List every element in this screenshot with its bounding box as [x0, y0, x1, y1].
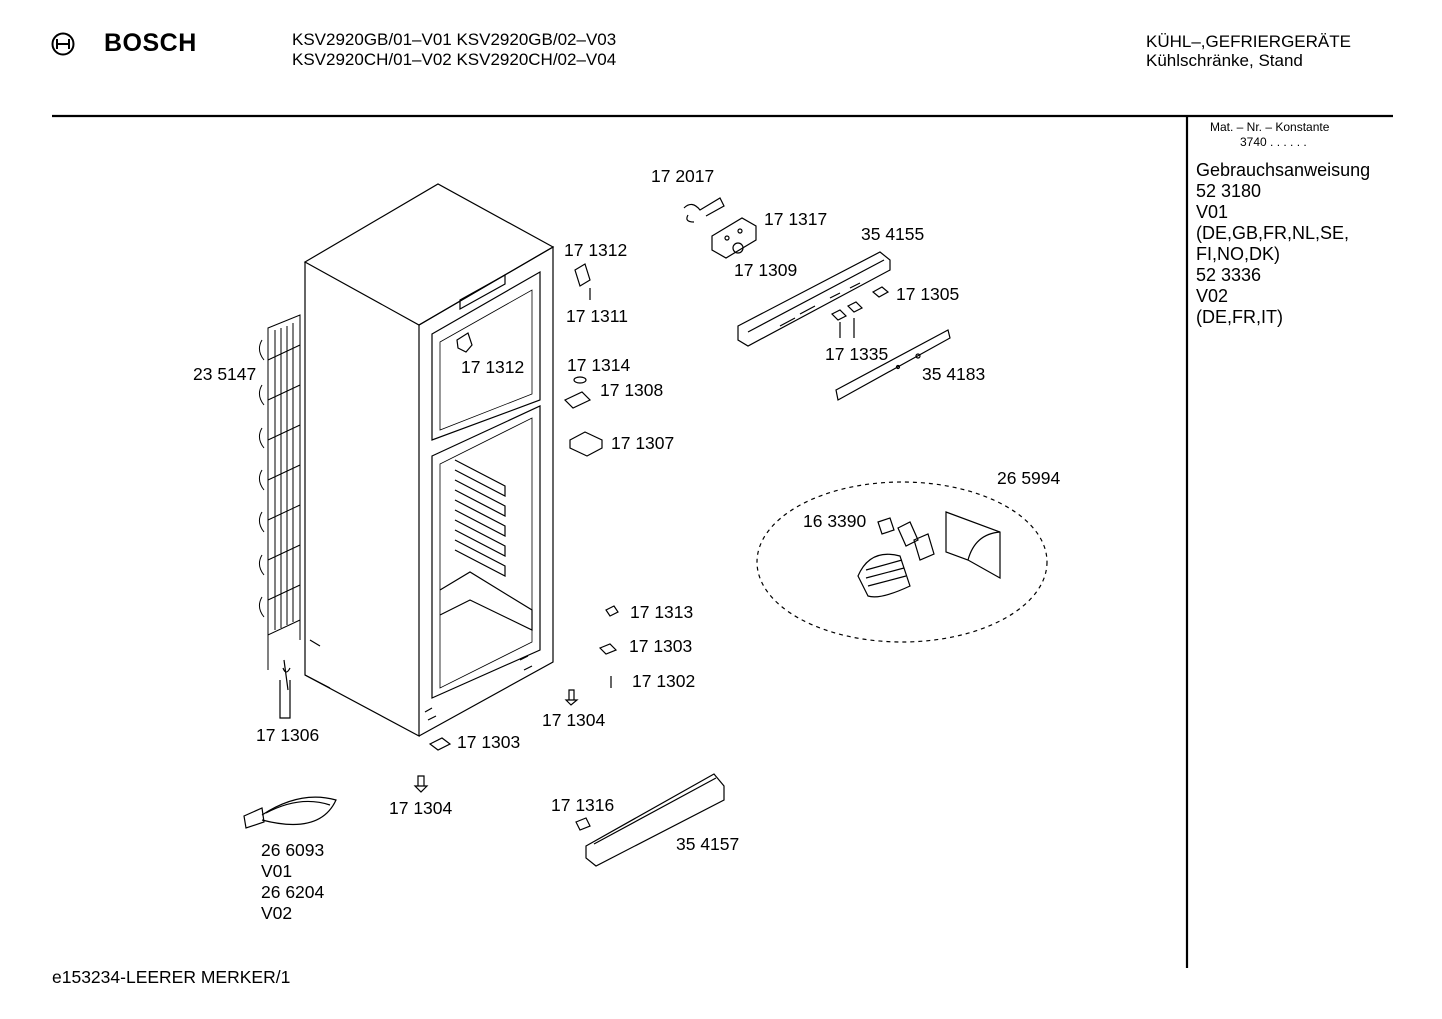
part-label: 17 1304	[542, 710, 606, 730]
part-label: 23 5147	[193, 364, 257, 384]
door-handle	[585, 773, 725, 867]
control-panel	[737, 251, 891, 347]
sidebar-line-2: 52 3180	[1196, 181, 1262, 201]
part-label: 17 1306	[256, 725, 320, 745]
sidebar-line-1: Gebrauchsanweisung	[1196, 160, 1371, 180]
part-label: 26 5994	[997, 468, 1061, 488]
part-label: 17 1335	[825, 344, 889, 364]
lamp-assembly-outline	[756, 481, 1048, 643]
category-line-2: Kühlschränke, Stand	[1146, 51, 1303, 70]
part-label: 17 1303	[457, 732, 521, 752]
part-label: 17 1313	[630, 602, 694, 622]
part-label: 17 1308	[600, 380, 664, 400]
mat-number-value: 3740 . . . . . .	[1240, 135, 1307, 149]
part-label: 17 2017	[651, 166, 715, 186]
part-label: 35 4157	[676, 834, 740, 854]
part-label: 17 1312	[461, 357, 525, 377]
part-label: 17 1305	[896, 284, 960, 304]
brand-name: BOSCH	[104, 29, 197, 57]
cable-label-1: 26 6093	[261, 840, 325, 860]
sidebar-line-4: (DE,GB,FR,NL,SE,	[1196, 223, 1350, 243]
decor-strip	[835, 329, 951, 401]
model-list-line-2: KSV2920CH/01–V02 KSV2920CH/02–V04	[292, 50, 617, 69]
part-label: 17 1303	[629, 636, 693, 656]
lamp-assembly	[857, 511, 1001, 598]
model-list-line-1: KSV2920GB/01–V01 KSV2920GB/02–V03	[292, 30, 617, 49]
part-label: 35 4155	[861, 224, 925, 244]
part-label: 17 1309	[734, 260, 798, 280]
part-label: 17 1302	[632, 671, 696, 691]
sidebar-line-5: FI,NO,DK)	[1196, 244, 1280, 264]
sidebar-line-8: (DE,FR,IT)	[1196, 307, 1283, 327]
condenser-coil	[258, 314, 301, 670]
category-line-1: KÜHL–,GEFRIERGERÄTE	[1146, 32, 1351, 51]
part-label: 17 1311	[566, 306, 628, 326]
fridge-cabinet	[303, 183, 555, 738]
part-label: 17 1307	[611, 433, 675, 453]
part-label: 17 1304	[389, 798, 453, 818]
part-label: 17 1317	[764, 209, 828, 229]
cable-label-2: V01	[261, 861, 293, 881]
part-label: 17 1316	[551, 795, 615, 815]
sidebar-line-7: V02	[1196, 286, 1229, 306]
sidebar-line-3: V01	[1196, 202, 1229, 222]
bosch-logo-icon	[51, 32, 75, 56]
drain-tube	[279, 659, 291, 719]
footer-code: e153234-LEERER MERKER/1	[52, 967, 291, 987]
sidebar-line-6: 52 3336	[1196, 265, 1262, 285]
part-label: 16 3390	[803, 511, 867, 531]
cable-label-4: V02	[261, 903, 293, 923]
part-label: 35 4183	[922, 364, 986, 384]
cable-label-3: 26 6204	[261, 882, 325, 902]
part-label: 17 1312	[564, 240, 628, 260]
part-label: 17 1314	[567, 355, 631, 375]
power-cable	[243, 796, 337, 829]
thermostat-parts	[413, 197, 757, 831]
mat-number-header: Mat. – Nr. – Konstante	[1210, 120, 1330, 134]
